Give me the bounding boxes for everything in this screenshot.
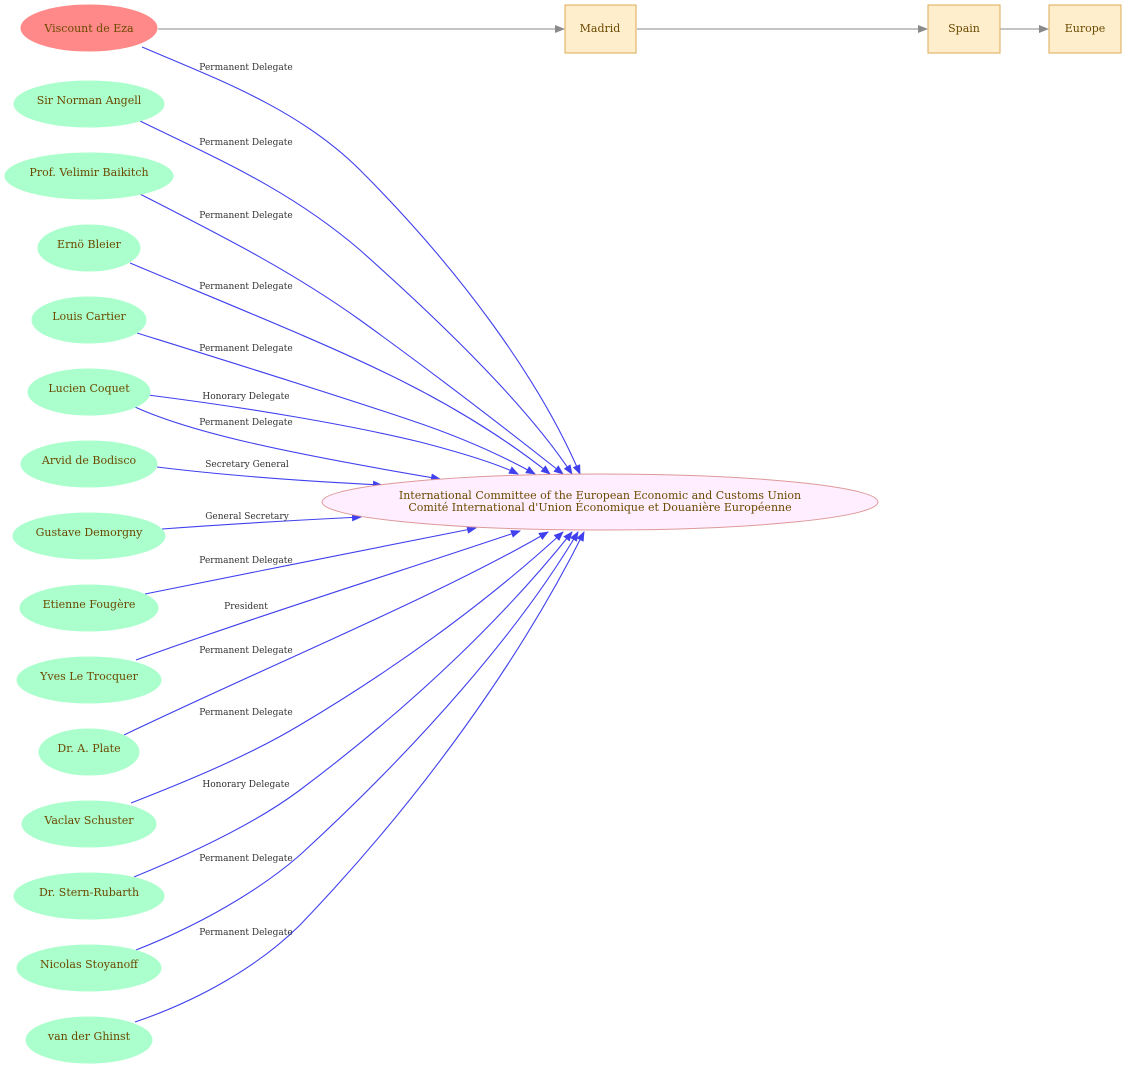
person-node-lucien-coquet[interactable]: Lucien Coquet: [27, 368, 151, 416]
edge-label: Permanent Delegate: [199, 211, 292, 221]
person-node-dr-a-plate[interactable]: Dr. A. Plate: [38, 728, 140, 776]
place-node-label: Madrid: [580, 22, 621, 35]
person-node-label: Etienne Fougère: [43, 598, 136, 611]
edge-label: Honorary Delegate: [202, 780, 289, 790]
place-nodes-layer: Madrid Spain Europe: [564, 4, 1122, 54]
person-node-label: Prof. Velimir Baikitch: [29, 166, 148, 179]
person-node-arvid-de-bodisco[interactable]: Arvid de Bodisco: [20, 440, 158, 488]
person-nodes-layer: Viscount de Eza Sir Norman Angell Prof. …: [4, 4, 174, 1064]
edges-layer: [123, 25, 1049, 1023]
edge-label: Permanent Delegate: [199, 646, 292, 656]
place-node-europe[interactable]: Europe: [1048, 4, 1122, 54]
place-node-label: Spain: [948, 22, 980, 35]
person-node-etienne-fougere[interactable]: Etienne Fougère: [19, 584, 159, 632]
person-node-label: Gustave Demorgny: [36, 526, 143, 539]
edge-coquet-permanent: [134, 406, 441, 482]
edge-stern-rubarth: [133, 531, 573, 878]
person-node-vaclav-schuster[interactable]: Vaclav Schuster: [21, 800, 157, 848]
person-node-label: Nicolas Stoyanoff: [40, 958, 139, 971]
edge-trocquer: [135, 530, 521, 661]
edge-baikitch: [137, 192, 564, 475]
edge-label: Permanent Delegate: [199, 344, 292, 354]
edge-label: Permanent Delegate: [199, 854, 292, 864]
edge-label: President: [224, 602, 268, 612]
person-node-label: van der Ghinst: [47, 1030, 131, 1043]
person-node-louis-cartier[interactable]: Louis Cartier: [31, 296, 147, 344]
edge-coquet-honorary: [147, 394, 519, 475]
edge-ghinst: [134, 531, 585, 1023]
edge-plate: [123, 531, 549, 736]
person-node-label: Lucien Coquet: [48, 382, 130, 395]
place-node-madrid[interactable]: Madrid: [564, 4, 637, 54]
organization-name-french: Comité International d'Union Économique …: [408, 500, 791, 514]
person-node-erno-bleier[interactable]: Ernö Bleier: [37, 224, 141, 272]
person-node-dr-stern-rubarth[interactable]: Dr. Stern-Rubarth: [13, 872, 165, 920]
edge-demorgny: [161, 513, 362, 530]
person-node-label: Arvid de Bodisco: [41, 454, 137, 467]
person-node-nicolas-stoyanoff[interactable]: Nicolas Stoyanoff: [16, 944, 162, 992]
edge-bodisco: [156, 466, 383, 489]
edge-label: Honorary Delegate: [202, 392, 289, 402]
edge-label: Permanent Delegate: [199, 708, 292, 718]
edge-label: Permanent Delegate: [199, 418, 292, 428]
edge-label: Permanent Delegate: [199, 282, 292, 292]
organization-node[interactable]: International Committee of the European …: [321, 473, 879, 531]
person-node-label: Vaclav Schuster: [43, 814, 134, 827]
edge-labels-layer: Permanent Delegate Permanent Delegate Pe…: [199, 63, 292, 938]
edge-angell: [139, 120, 573, 475]
edge-label: General Secretary: [205, 512, 289, 522]
edge-label: Permanent Delegate: [199, 63, 292, 73]
edge-bleier: [129, 262, 551, 475]
edge-schuster: [130, 531, 564, 804]
person-node-label: Yves Le Trocquer: [39, 670, 138, 683]
edge-label: Permanent Delegate: [199, 928, 292, 938]
place-node-label: Europe: [1065, 22, 1106, 35]
edge-cartier: [136, 332, 536, 475]
person-node-label: Louis Cartier: [52, 310, 126, 323]
person-node-label: Ernö Bleier: [57, 238, 122, 251]
edge-label: Secretary General: [205, 460, 289, 470]
person-node-label: Sir Norman Angell: [37, 94, 142, 107]
edge-fougere: [144, 525, 477, 595]
person-node-viscount-de-eza[interactable]: Viscount de Eza: [20, 4, 158, 52]
person-node-label: Dr. A. Plate: [57, 742, 120, 755]
person-node-van-der-ghinst[interactable]: van der Ghinst: [25, 1016, 153, 1064]
person-node-gustave-demorgny[interactable]: Gustave Demorgny: [12, 512, 166, 560]
person-node-sir-norman-angell[interactable]: Sir Norman Angell: [13, 80, 165, 128]
edge-eza: [141, 46, 581, 475]
person-node-label: Viscount de Eza: [43, 22, 134, 35]
edge-stoyanoff: [135, 531, 579, 951]
edge-label: Permanent Delegate: [199, 138, 292, 148]
person-node-label: Dr. Stern-Rubarth: [39, 886, 139, 899]
organization-name-english: International Committee of the European …: [399, 489, 801, 502]
place-node-spain[interactable]: Spain: [927, 4, 1001, 54]
person-node-yves-le-trocquer[interactable]: Yves Le Trocquer: [16, 656, 162, 704]
person-node-velimir-baikitch[interactable]: Prof. Velimir Baikitch: [4, 152, 174, 200]
edge-label: Permanent Delegate: [199, 556, 292, 566]
